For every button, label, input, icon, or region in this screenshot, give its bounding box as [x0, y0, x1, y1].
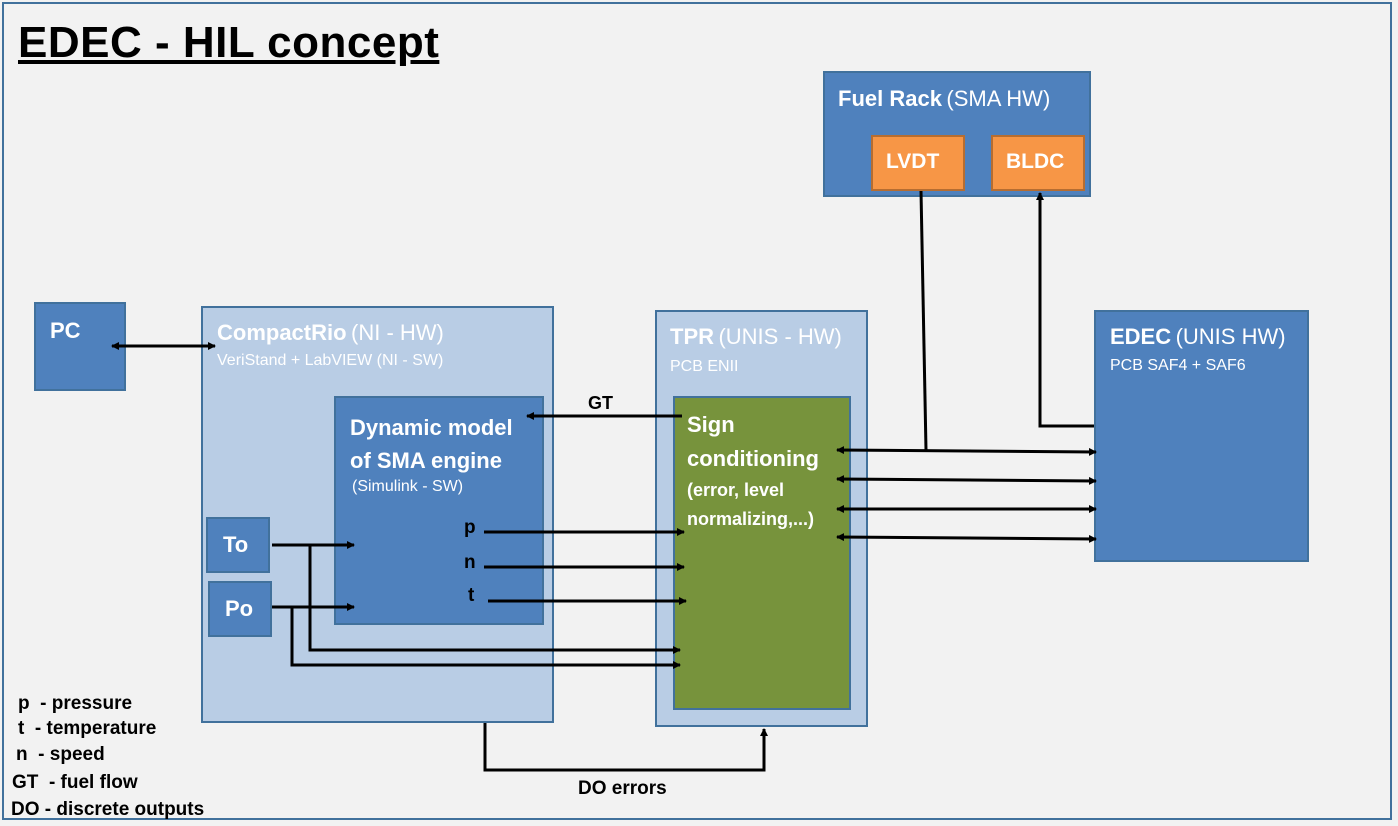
sign-conditioning-title: Sign conditioning	[687, 408, 819, 476]
compactrio-software: VeriStand + LabVIEW (NI - SW)	[217, 352, 444, 369]
do-errors-label: DO errors	[578, 778, 667, 799]
sign-edec-link-1	[836, 446, 1097, 456]
output-t-label: t	[468, 585, 475, 606]
to-label: To	[223, 532, 249, 557]
edec-pcb: PCB SAF4 + SAF6	[1110, 357, 1246, 374]
po-label: Po	[225, 596, 254, 621]
output-p-label: p	[464, 517, 476, 538]
sign-conditioning-line3: (error, level	[687, 480, 785, 500]
page-title: EDEC - HIL concept	[18, 18, 440, 67]
to-box: To	[206, 517, 270, 573]
pc-box: PC	[34, 302, 126, 391]
bldc-label: BLDC	[1006, 150, 1065, 173]
lvdt-box: LVDT	[871, 135, 965, 191]
po-box: Po	[208, 581, 272, 637]
edec-name: EDEC	[1110, 324, 1172, 349]
edec-box: EDEC (UNIS HW) PCB SAF4 + SAF6	[1094, 310, 1309, 562]
lvdt-feedback-line	[919, 190, 928, 451]
compactrio-header: CompactRio (NI - HW)	[217, 320, 444, 346]
fuel-rack-hw: (SMA HW)	[946, 86, 1051, 111]
do-errors-arrow	[483, 723, 768, 772]
dynamic-model-note: (Simulink - SW)	[352, 478, 464, 495]
legend-item-p: p - pressure	[18, 693, 133, 714]
compactrio-name: CompactRio	[217, 320, 347, 345]
dynamic-model-line2: of SMA engine	[350, 448, 502, 473]
bldc-box: BLDC	[991, 135, 1085, 191]
dynamic-model-title: Dynamic model of SMA engine	[350, 411, 513, 477]
legend-item-do: DO - discrete outputs	[11, 799, 205, 820]
fuel-rack-header: Fuel Rack (SMA HW)	[838, 86, 1050, 112]
sign-conditioning-line2: conditioning	[687, 446, 819, 471]
sign-conditioning-note: (error, level normalizing,...)	[687, 476, 814, 534]
tpr-hw: (UNIS - HW)	[718, 324, 842, 349]
sign-edec-link-2	[836, 475, 1097, 485]
output-n-label: n	[464, 552, 476, 573]
tpr-pcb: PCB ENII	[670, 358, 739, 375]
lvdt-label: LVDT	[886, 150, 940, 173]
compactrio-hw: (NI - HW)	[351, 320, 444, 345]
legend-item-t: t - temperature	[18, 718, 157, 739]
dynamic-model-box: Dynamic model of SMA engine (Simulink - …	[334, 396, 544, 625]
sign-conditioning-box: Sign conditioning (error, level normaliz…	[673, 396, 851, 710]
legend-item-gt: GT - fuel flow	[12, 772, 138, 793]
sign-conditioning-line4: normalizing,...)	[687, 509, 815, 529]
edec-to-bldc-arrow	[1036, 192, 1094, 428]
po-to-sign-arrow	[290, 607, 681, 669]
to-to-sign-arrow	[308, 545, 681, 654]
pc-label: PC	[50, 318, 81, 343]
edec-header: EDEC (UNIS HW)	[1110, 324, 1286, 350]
tpr-header: TPR (UNIS - HW)	[670, 324, 842, 350]
tpr-name: TPR	[670, 324, 714, 349]
dynamic-model-line1: Dynamic model	[350, 415, 513, 440]
sign-edec-link-4	[836, 533, 1097, 543]
edec-hw: (UNIS HW)	[1175, 324, 1286, 349]
gt-label: GT	[588, 393, 613, 413]
fuel-rack-name: Fuel Rack	[838, 86, 942, 111]
legend-item-n: n - speed	[16, 744, 105, 765]
sign-conditioning-line1: Sign	[687, 412, 735, 437]
